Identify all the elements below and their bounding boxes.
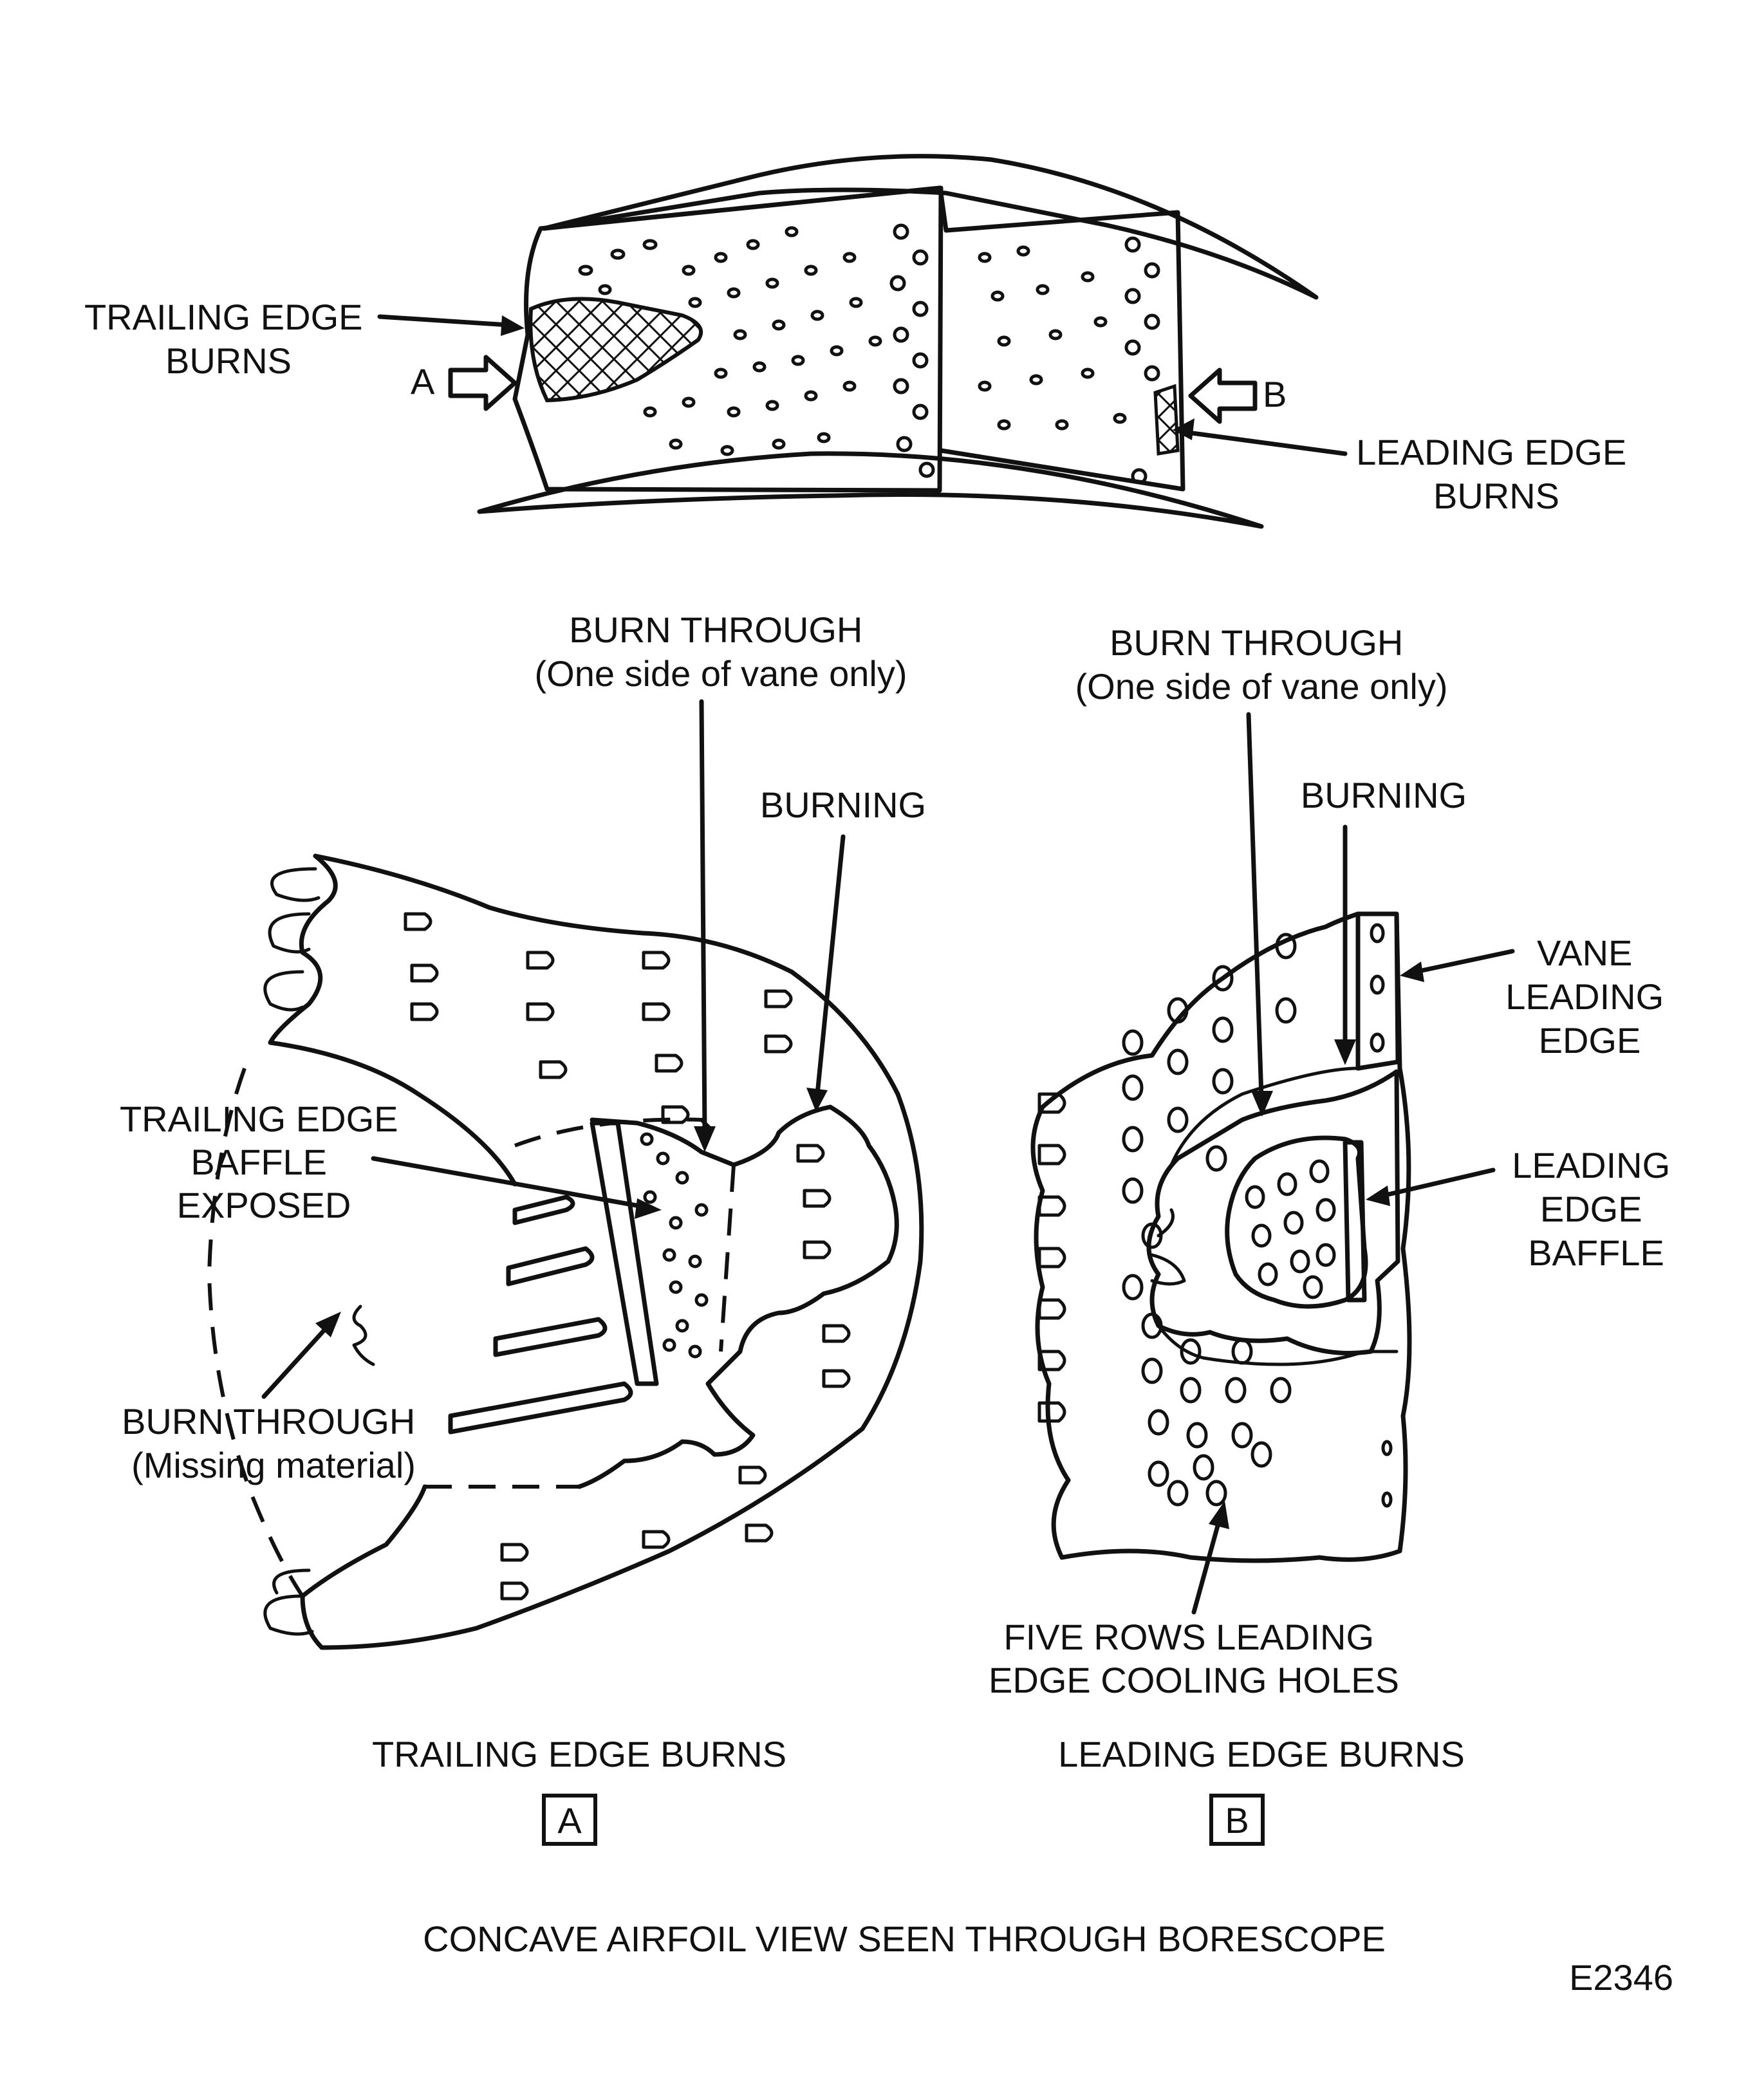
label-burn-through-missing: BURN THROUGH (Missing material) [122, 1401, 425, 1485]
view-b-cooling-holes [1122, 923, 1393, 1508]
leader-leading-edge-baffle [1380, 1167, 1496, 1198]
caption-box-b [1209, 1794, 1265, 1846]
label-burning-a: BURNING [760, 785, 926, 825]
leader-burn-through-a [699, 699, 707, 1135]
leading-edge-burn-hatch [1153, 384, 1180, 456]
caption-view-b: LEADING EDGE BURNS [1058, 1734, 1465, 1774]
label-arrow-b: B [1263, 374, 1287, 414]
view-a-cooling-holes [404, 912, 851, 1601]
leader-baffle-exposed [371, 1156, 646, 1209]
trailing-vane [512, 185, 944, 493]
caption-box-b-letter: B [1225, 1800, 1249, 1841]
leader-missing-material [261, 1323, 331, 1399]
view-a-outline [313, 853, 924, 1650]
caption-view-a: TRAILING EDGE BURNS [372, 1734, 786, 1774]
label-vane-leading-edge: VANE LEADING EDGE [1505, 933, 1673, 1061]
view-b-d-holes [1037, 1092, 1066, 1423]
leader-leading-edge-burns [1185, 430, 1348, 456]
leader-trailing-edge-burns [377, 314, 511, 328]
view-b-outline [1030, 911, 1412, 1563]
upper-platform [541, 154, 1319, 300]
vane-segment-illustration [477, 154, 1319, 529]
leader-vane-leading-edge [1413, 949, 1515, 974]
view-arrow-a [448, 355, 517, 411]
missing-material-boundary [207, 1067, 304, 1597]
view-arrow-b [1188, 367, 1258, 424]
view-b-baffle-window [1225, 1135, 1368, 1309]
leader-burn-through-b [1246, 712, 1264, 1100]
caption-box-a [542, 1794, 597, 1846]
label-five-rows: FIVE ROWS LEADING EDGE COOLING HOLES [989, 1617, 1399, 1700]
exposed-baffle-outline [577, 1104, 899, 1489]
caption-box-a-letter: A [557, 1800, 582, 1841]
label-burn-through-b: BURN THROUGH (One side of vane only) [1075, 622, 1448, 707]
lower-platform [477, 451, 1264, 529]
label-leading-edge-burns-top: LEADING EDGE BURNS [1356, 432, 1637, 516]
view-b-leading-edge [1030, 911, 1412, 1563]
label-trailing-edge-burns-top: TRAILING EDGE BURNS [84, 297, 373, 381]
figure-id: E2346 [1569, 1957, 1673, 1998]
baffle-perforation-dots [640, 1132, 709, 1359]
figure-caption: CONCAVE AIRFOIL VIEW SEEN THROUGH BORESC… [423, 1919, 1386, 1959]
vane-cooling-holes [578, 223, 1160, 485]
label-burning-b: BURNING [1301, 775, 1467, 815]
label-trailing-edge-baffle-exposed: TRAILING EDGE BAFFLE EXPOSED [120, 1099, 408, 1225]
view-a-trailing-edge [207, 853, 924, 1650]
trailing-edge-baffle-strip [590, 1120, 659, 1386]
label-burn-through-a: BURN THROUGH (One side of vane only) [535, 609, 907, 694]
leader-five-rows [1191, 1516, 1222, 1615]
label-leading-edge-baffle: LEADING EDGE BAFFLE [1512, 1145, 1680, 1273]
view-b-burning-region [1146, 1069, 1400, 1355]
leader-burning-a [815, 834, 846, 1097]
leading-vane [938, 190, 1185, 492]
leading-edge-baffle-strip [1343, 1140, 1367, 1303]
label-arrow-a: A [411, 361, 435, 402]
trailing-edge-burn-hatch [528, 297, 703, 403]
